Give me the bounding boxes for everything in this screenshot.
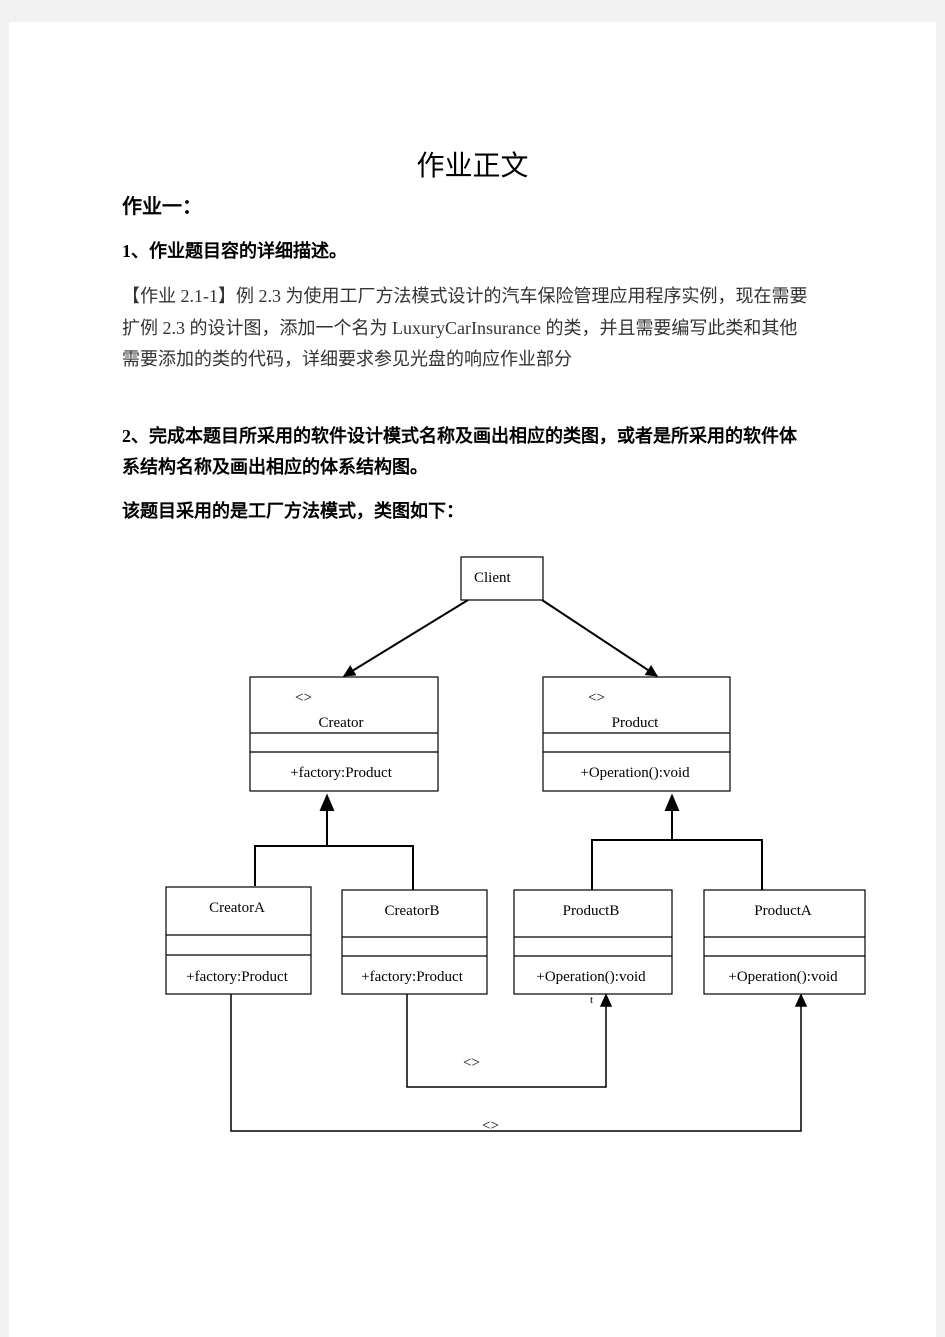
dependency-label-2: <> [482,1118,499,1134]
question-2-line-1: 2、完成本题目所采用的软件设计模式名称及画出相应的类图，或者是所采用的软件体 [122,426,797,446]
question-1-line-1: 【作业 2.1-1】例 2.3 为使用工厂方法模式设计的汽车保险管理应用程序实例… [122,286,808,306]
product-b-class-name: ProductB [563,903,620,919]
product-method: +Operation():void [580,765,690,781]
document-page [9,22,936,1337]
client-to-product-arrow [541,599,658,677]
answer-intro: 该题目采用的是工厂方法模式，类图如下： [122,501,464,521]
creator-a-to-product-a-dependency [230,993,808,1132]
creator-stereotype: <> [295,690,312,706]
creator-a-class-box: CreatorA +factory:Product [165,886,312,995]
product-class-name: Product [612,715,659,731]
client-class-name: Client [474,570,511,586]
question-1-line-3: 需要添加的类的代码，详细要求参见光盘的响应作业部分 [122,349,572,369]
product-inheritance-lines [591,793,763,890]
section-heading: 作业一： [122,196,202,218]
product-stereotype: <> [588,690,605,706]
creator-inheritance-lines [254,793,414,890]
product-a-class-name: ProductA [754,903,812,919]
product-b-mark: t [590,994,593,1006]
creator-a-class-name: CreatorA [209,900,265,916]
creator-class-box: <> Creator +factory:Product [249,676,439,792]
dependency-label-1: <> [463,1055,480,1071]
question-1-line-2: 扩例 2.3 的设计图，添加一个名为 LuxuryCarInsurance 的类… [122,318,798,338]
document-title: 作业正文 [416,151,529,182]
client-class-box: Client [460,556,544,601]
creator-b-class-name: CreatorB [385,903,440,919]
creator-b-to-product-b-dependency [406,993,613,1088]
question-2-line-2: 系结构名称及画出相应的体系结构图。 [122,457,428,477]
creator-method: +factory:Product [290,765,393,781]
question-1-heading: 1、作业题目容的详细描述。 [122,241,347,261]
product-a-class-box: ProductA +Operation():void [703,889,866,995]
product-b-method: +Operation():void [536,969,646,985]
product-class-box: <> Product +Operation():void [542,676,731,792]
creator-b-method: +factory:Product [361,969,464,985]
creator-b-class-box: CreatorB +factory:Product [341,889,488,995]
creator-class-name: Creator [319,715,364,731]
client-to-creator-arrow [343,599,469,677]
product-a-method: +Operation():void [728,969,838,985]
product-b-class-box: ProductB +Operation():void t [513,889,673,1006]
creator-a-method: +factory:Product [186,969,289,985]
